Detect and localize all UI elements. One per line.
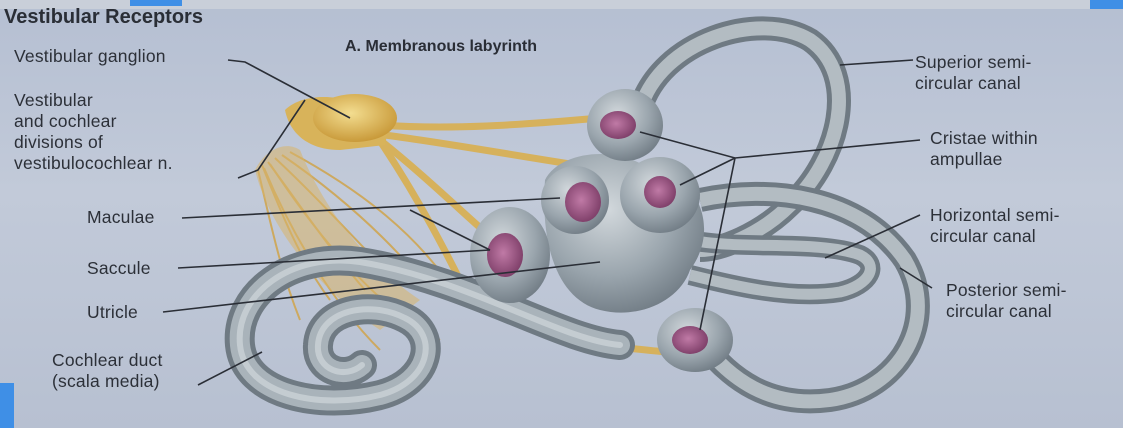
label-divisions: Vestibular and cochlear divisions of ves… xyxy=(14,90,173,174)
label-posterior-canal: Posterior semi- circular canal xyxy=(946,280,1067,322)
label-horizontal-canal: Horizontal semi- circular canal xyxy=(930,205,1060,247)
label-utricle: Utricle xyxy=(87,302,138,323)
macula-utricle xyxy=(565,182,601,222)
crista-superior xyxy=(600,111,636,139)
diagram-subtitle: A. Membranous labyrinth xyxy=(345,38,537,56)
label-maculae: Maculae xyxy=(87,207,155,228)
corner-block-left xyxy=(0,383,14,428)
crista-lateral xyxy=(644,176,676,208)
label-saccule: Saccule xyxy=(87,258,151,279)
page-title: Vestibular Receptors xyxy=(4,6,203,29)
macula-saccule xyxy=(487,233,523,277)
vestibular-ganglion xyxy=(313,94,397,142)
label-cochlear-duct: Cochlear duct (scala media) xyxy=(52,350,163,392)
leader-cristae xyxy=(640,132,920,158)
label-superior-canal: Superior semi- circular canal xyxy=(915,52,1032,94)
label-cristae: Cristae within ampullae xyxy=(930,128,1038,170)
corner-block-right xyxy=(1090,0,1123,9)
leader-superior xyxy=(840,60,913,65)
label-vestibular-ganglion: Vestibular ganglion xyxy=(14,46,166,67)
crista-posterior xyxy=(672,326,708,354)
